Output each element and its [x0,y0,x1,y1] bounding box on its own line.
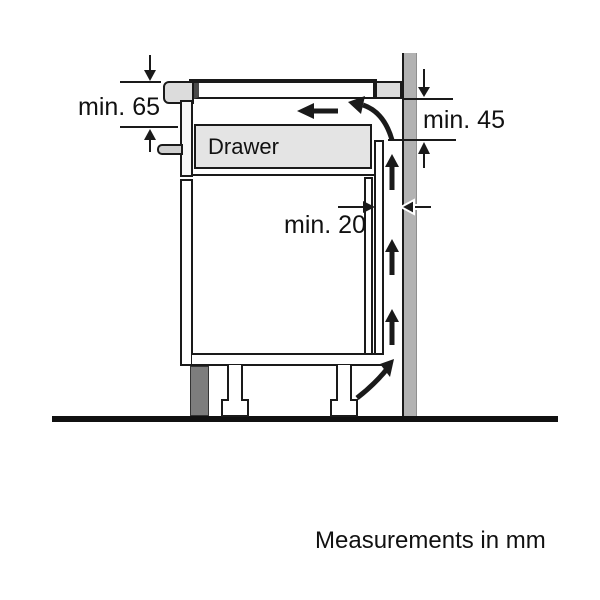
back-leg-stem [336,365,352,401]
clearance-back-label: min. 20 [284,211,366,239]
worktop-front-edge [163,81,194,104]
floor-line [52,416,558,422]
clearance-right-label: min. 45 [423,106,505,134]
front-leg-stem [227,365,243,401]
drawer-front-panel [180,100,193,177]
drawer-box: Drawer [194,124,372,169]
cabinet-bottom [192,353,383,366]
shelf-line [193,174,375,176]
drawer-label: Drawer [208,133,279,159]
hob-body [194,81,375,99]
front-leg-foot [221,399,249,417]
worktop-back-section [375,81,402,99]
wall [402,53,417,416]
hob-glass [189,79,377,83]
cabinet-front-panel [180,179,193,366]
cabinet-back-wall [364,177,373,355]
vent-back-panel [374,140,384,355]
plinth-panel [190,366,209,416]
back-leg-foot [330,399,358,417]
unit-note: Measurements in mm [315,527,546,554]
airflow-bottom-curve-arrow [355,367,389,400]
clearance-top-label: min. 65 [78,93,160,121]
drawer-handle [157,144,183,155]
